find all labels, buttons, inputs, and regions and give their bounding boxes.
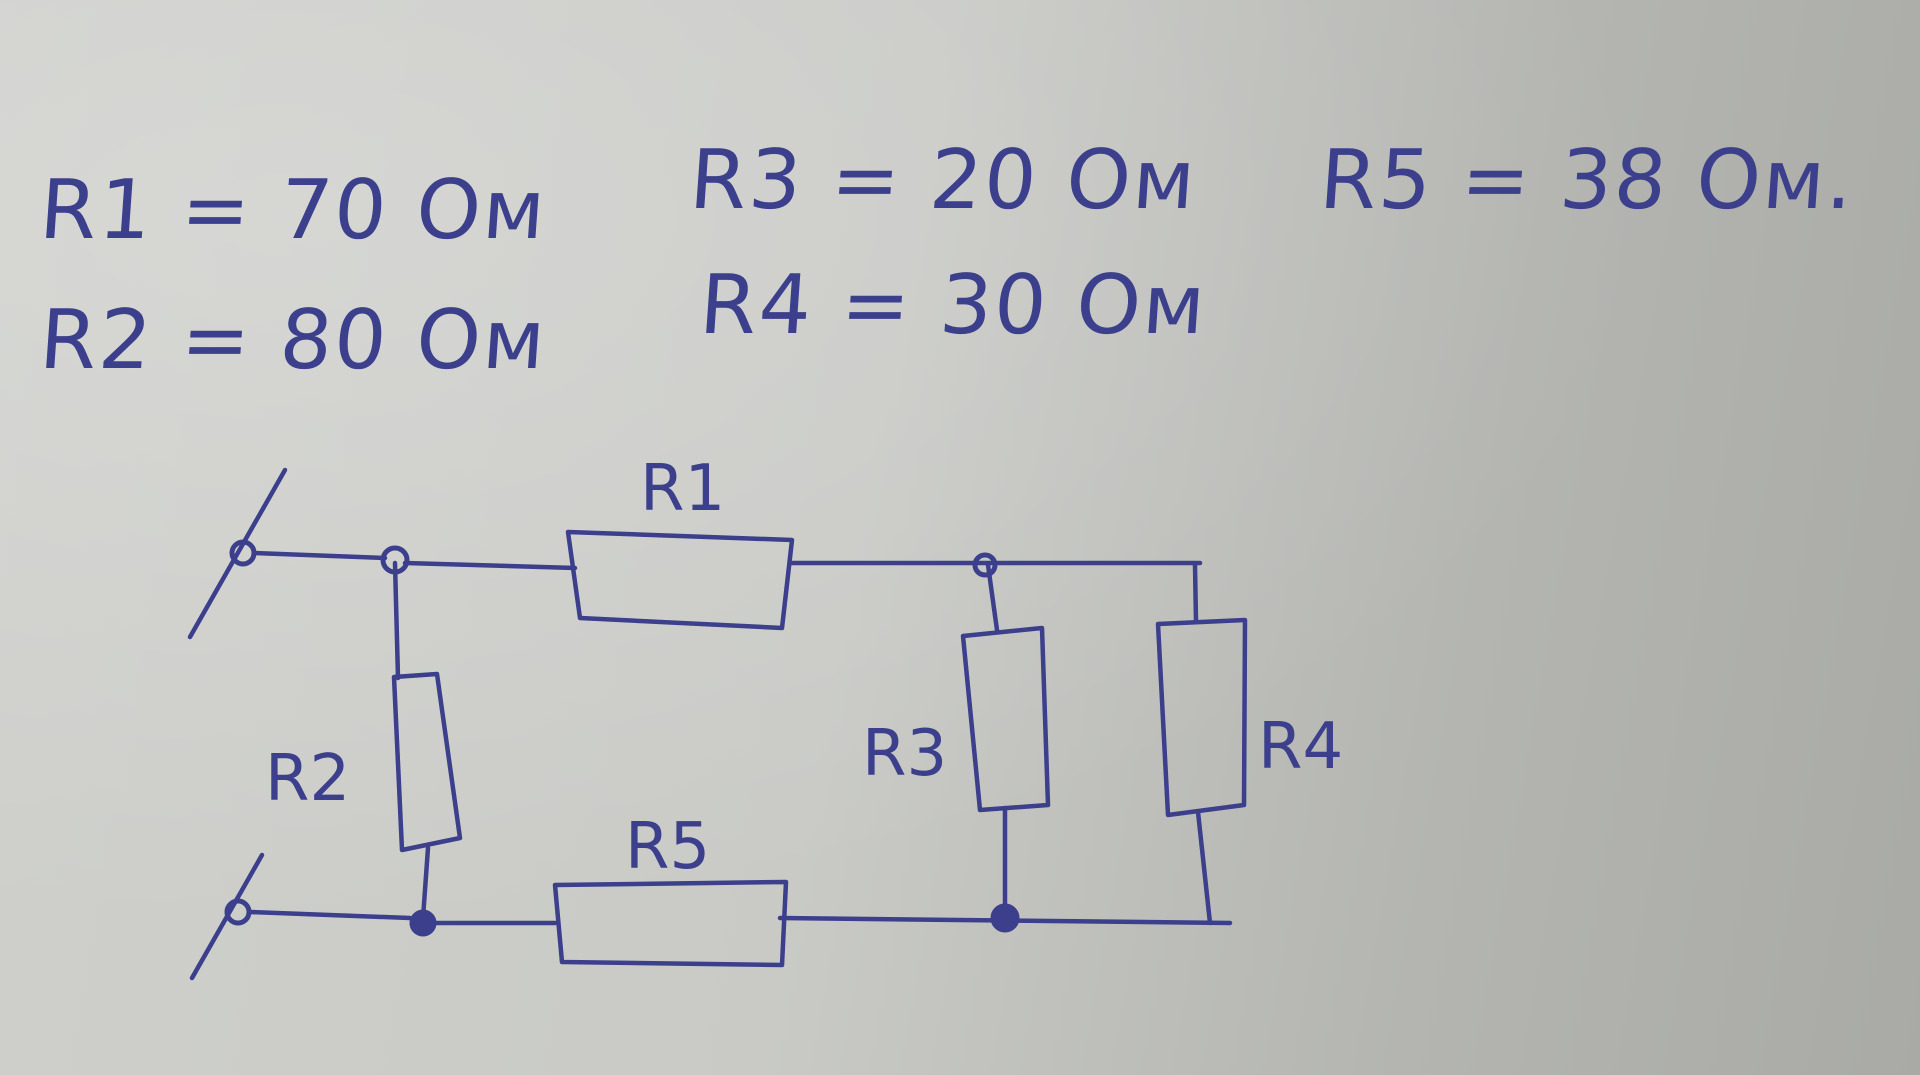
label-r5: R5 bbox=[625, 810, 710, 884]
resistor-r5: R5 bbox=[552, 810, 789, 968]
branch-r2: R2 bbox=[265, 560, 463, 921]
node-top-left bbox=[380, 545, 410, 575]
label-r1: R1 bbox=[640, 452, 725, 526]
label-r4: R4 bbox=[1258, 710, 1343, 784]
branch-r4: R4 bbox=[1155, 562, 1343, 926]
label-r3: R3 bbox=[862, 717, 947, 791]
bottom-wire bbox=[247, 909, 1233, 926]
terminal-bottom bbox=[189, 852, 265, 981]
label-r2: R2 bbox=[265, 742, 350, 816]
node-top-middle bbox=[972, 552, 998, 578]
branch-r3: R3 bbox=[862, 562, 1051, 921]
node-bottom-left bbox=[409, 909, 437, 937]
node-bottom-middle bbox=[990, 903, 1020, 933]
resistor-r1: R1 bbox=[565, 452, 795, 631]
